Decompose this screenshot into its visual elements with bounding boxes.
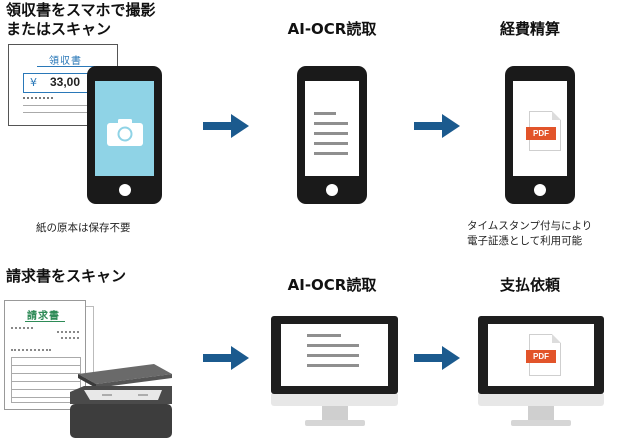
smartphone-document xyxy=(297,66,367,204)
step3-note: タイムスタンプ付与により 電子証憑として利用可能 xyxy=(467,220,593,247)
invoice-header: 請求書 xyxy=(27,311,60,322)
smartphone-camera xyxy=(87,66,162,204)
pdf-icon: PDF xyxy=(526,111,561,151)
step3-payment-title: 支払依頼 xyxy=(499,276,560,294)
arrow-right-icon xyxy=(414,346,460,370)
step1-receipt-title: 領収書をスマホで撮影 またはスキャン xyxy=(6,1,156,38)
step2-ocr-title: AI-OCR読取 xyxy=(287,20,377,38)
monitor-document xyxy=(271,316,398,428)
document-lines xyxy=(314,112,348,162)
step3-expense-title: 経費精算 xyxy=(499,20,560,38)
camera-icon xyxy=(107,118,143,146)
step2-ocr-title-row2: AI-OCR読取 xyxy=(287,276,377,294)
arrow-right-icon xyxy=(203,346,249,370)
step1-invoice-title: 請求書をスキャン xyxy=(6,267,127,285)
document-lines xyxy=(307,334,359,374)
pdf-icon: PDF xyxy=(526,334,561,376)
receipt-header: 領収書 xyxy=(49,56,82,67)
pdf-label: PDF xyxy=(526,127,556,140)
monitor-pdf: PDF xyxy=(478,316,604,428)
smartphone-pdf: PDF xyxy=(505,66,575,204)
step1-note: 紙の原本は保存不要 xyxy=(36,222,131,234)
pdf-label: PDF xyxy=(526,350,556,363)
receipt-yen: ¥ xyxy=(30,76,37,89)
scanner-icon xyxy=(68,362,178,440)
arrow-right-icon xyxy=(414,114,460,138)
receipt-amount: 33,00 xyxy=(50,75,81,89)
arrow-right-icon xyxy=(203,114,249,138)
